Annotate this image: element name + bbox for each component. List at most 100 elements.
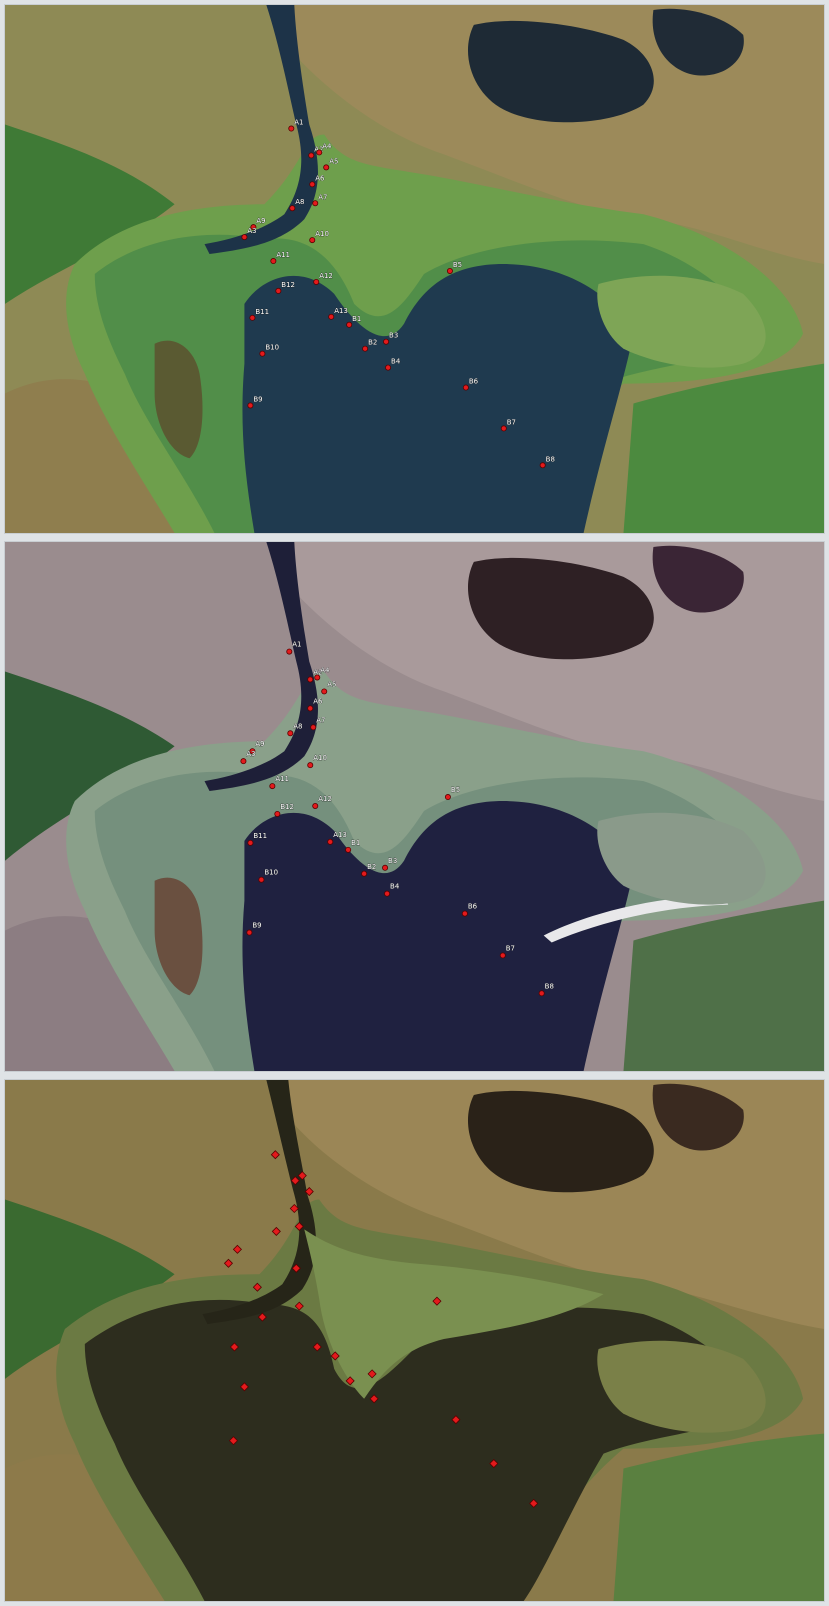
sample-point-marker — [451, 1415, 461, 1425]
sample-point-label: B11 — [253, 832, 267, 840]
sample-point-marker — [529, 1498, 539, 1508]
sample-point-label: A5 — [329, 157, 338, 165]
sample-point-marker — [247, 839, 254, 846]
sample-point-marker — [383, 338, 390, 345]
sample-point-label: A5 — [327, 680, 336, 688]
sample-point-marker — [312, 803, 319, 809]
sample-point-label: A11 — [275, 775, 289, 783]
sample-point-marker — [258, 876, 265, 883]
sample-point-marker — [346, 321, 353, 328]
sample-point-marker — [307, 762, 314, 769]
sample-point-label: A2 — [314, 145, 323, 153]
sample-point-marker — [304, 1187, 314, 1197]
sample-point-label: B5 — [451, 786, 460, 794]
sample-point-marker — [321, 688, 328, 695]
sample-point-label: B5 — [453, 261, 462, 269]
sample-point-marker — [312, 200, 319, 207]
sample-point-marker — [259, 350, 266, 357]
sample-point-marker — [290, 1176, 300, 1186]
sample-point-marker — [500, 425, 507, 432]
sample-point-label: A8 — [293, 722, 302, 730]
sample-point-marker — [228, 1436, 238, 1446]
sample-point-marker — [308, 152, 315, 159]
sample-point-label: B9 — [253, 396, 262, 404]
sample-point-marker — [328, 313, 335, 320]
sample-point-label: B8 — [546, 455, 555, 463]
sample-point-label: B7 — [507, 418, 516, 426]
sample-point-marker — [309, 181, 316, 188]
sample-point-marker — [274, 811, 281, 817]
sample-point-label: A6 — [313, 697, 322, 705]
sample-point-label: A9 — [255, 740, 264, 748]
sample-point-marker — [345, 1376, 355, 1386]
sample-point-label: B2 — [368, 339, 377, 347]
sample-point-marker — [294, 1301, 304, 1311]
sample-point-marker — [361, 870, 368, 877]
aerial-map-3 — [5, 1080, 824, 1601]
sample-point-label: A3 — [247, 227, 256, 235]
sample-point-label: A8 — [295, 198, 304, 206]
sample-point-label: B1 — [351, 839, 360, 847]
sample-point-label: B11 — [255, 308, 269, 316]
sample-point-label: B7 — [506, 944, 515, 952]
sample-point-label: B12 — [280, 803, 294, 811]
sample-point-marker — [309, 237, 316, 244]
sample-point-marker — [250, 224, 257, 231]
sample-point-marker — [294, 1221, 304, 1231]
sample-point-marker — [369, 1394, 379, 1404]
sample-point-label: B8 — [545, 982, 554, 990]
sample-point-marker — [249, 314, 256, 321]
sample-point-marker — [499, 952, 506, 959]
sample-point-label: A1 — [292, 641, 301, 649]
sample-point-label: B3 — [388, 857, 397, 865]
sample-point-label: B3 — [389, 332, 398, 340]
sample-point-label: B1 — [352, 315, 361, 323]
sample-point-marker — [232, 1244, 242, 1254]
sample-point-marker — [345, 846, 352, 853]
sample-point-marker — [297, 1171, 307, 1181]
sample-point-marker — [461, 910, 468, 917]
sample-point-marker — [289, 205, 296, 212]
sample-point-label: B12 — [281, 281, 295, 289]
sample-point-label: A4 — [322, 142, 332, 150]
sample-point-marker — [249, 748, 256, 755]
sample-point-label: A3 — [246, 750, 255, 758]
sample-point-label: A10 — [315, 230, 329, 238]
sample-point-marker — [240, 758, 247, 765]
sample-point-label: A7 — [316, 716, 325, 724]
sample-point-marker — [287, 730, 294, 737]
sample-point-marker — [462, 384, 469, 391]
sample-point-label: A6 — [315, 174, 324, 182]
sample-point-label: A7 — [318, 193, 327, 201]
sample-point-marker — [385, 364, 392, 371]
sample-point-label: A4 — [320, 667, 330, 675]
sample-point-marker — [288, 125, 295, 132]
sample-point-label: B2 — [367, 863, 376, 871]
sample-point-marker — [307, 676, 314, 683]
sample-point-label: B6 — [469, 378, 478, 386]
sample-point-marker — [312, 1342, 322, 1352]
sample-point-label: A10 — [313, 754, 327, 762]
sample-point-marker — [313, 279, 320, 285]
sample-point-marker — [223, 1258, 234, 1268]
sample-point-label: A2 — [313, 669, 322, 677]
sample-point-label: A11 — [276, 251, 290, 259]
sample-point-marker — [384, 890, 391, 897]
sample-point-marker — [289, 1203, 299, 1214]
sample-point-marker — [291, 1263, 301, 1273]
sample-point-marker — [446, 268, 453, 274]
sample-point-marker — [316, 149, 323, 156]
sample-point-marker — [539, 462, 546, 469]
sample-point-marker — [275, 287, 282, 294]
sample-point-marker — [239, 1382, 249, 1392]
sample-point-marker — [269, 783, 276, 790]
sample-point-label: A12 — [319, 272, 333, 280]
sample-point-marker — [444, 794, 451, 800]
sample-point-label: B6 — [468, 903, 477, 911]
sample-point-marker — [367, 1369, 377, 1379]
sample-point-label: A13 — [334, 307, 348, 315]
